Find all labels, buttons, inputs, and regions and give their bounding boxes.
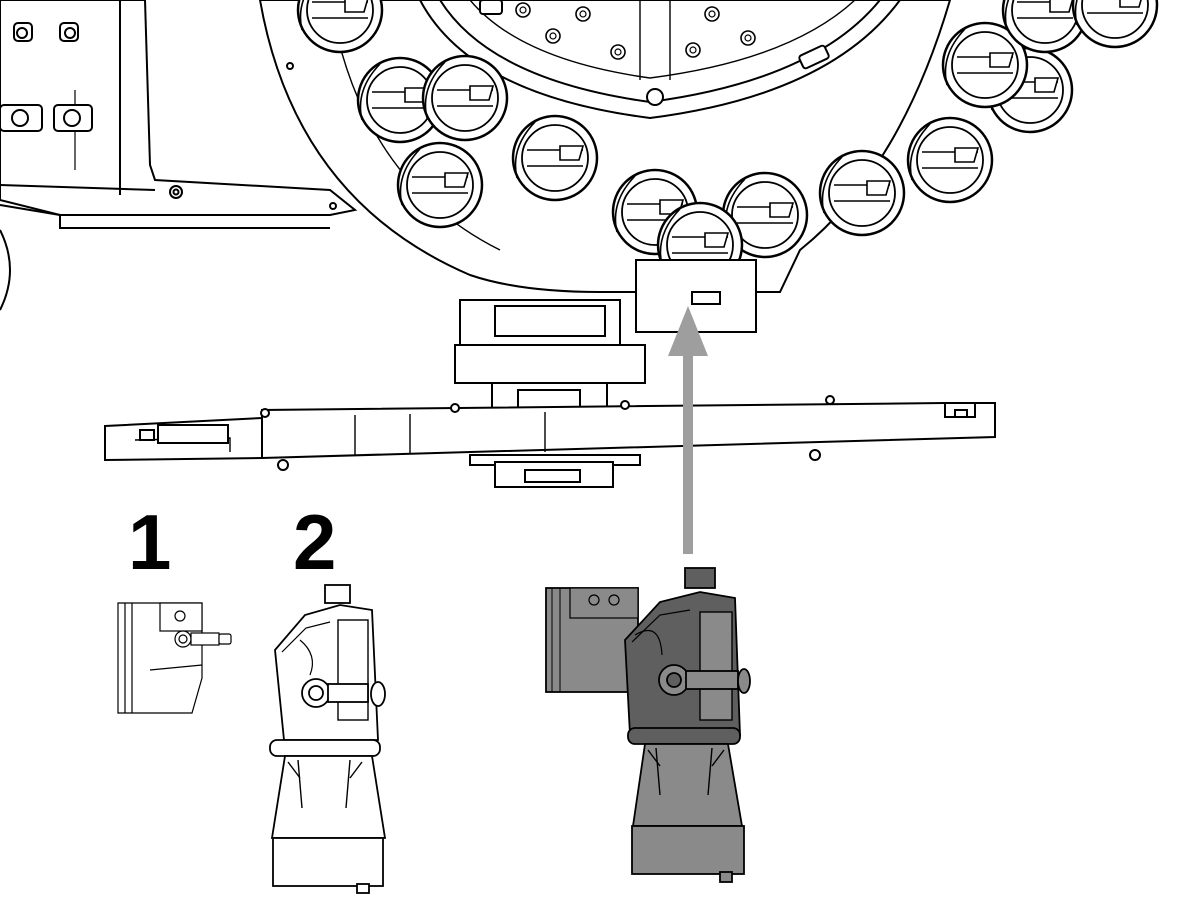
part-2-label: 2 — [293, 498, 337, 586]
machine-frame — [0, 0, 358, 311]
part-1-label: 1 — [128, 498, 172, 586]
horizontal-plate — [104, 395, 996, 488]
part-2-gripper — [269, 584, 387, 894]
part-1-bracket — [117, 602, 232, 714]
highlighted-gripper-assembly — [545, 567, 751, 883]
insert-direction-arrow — [668, 306, 708, 554]
